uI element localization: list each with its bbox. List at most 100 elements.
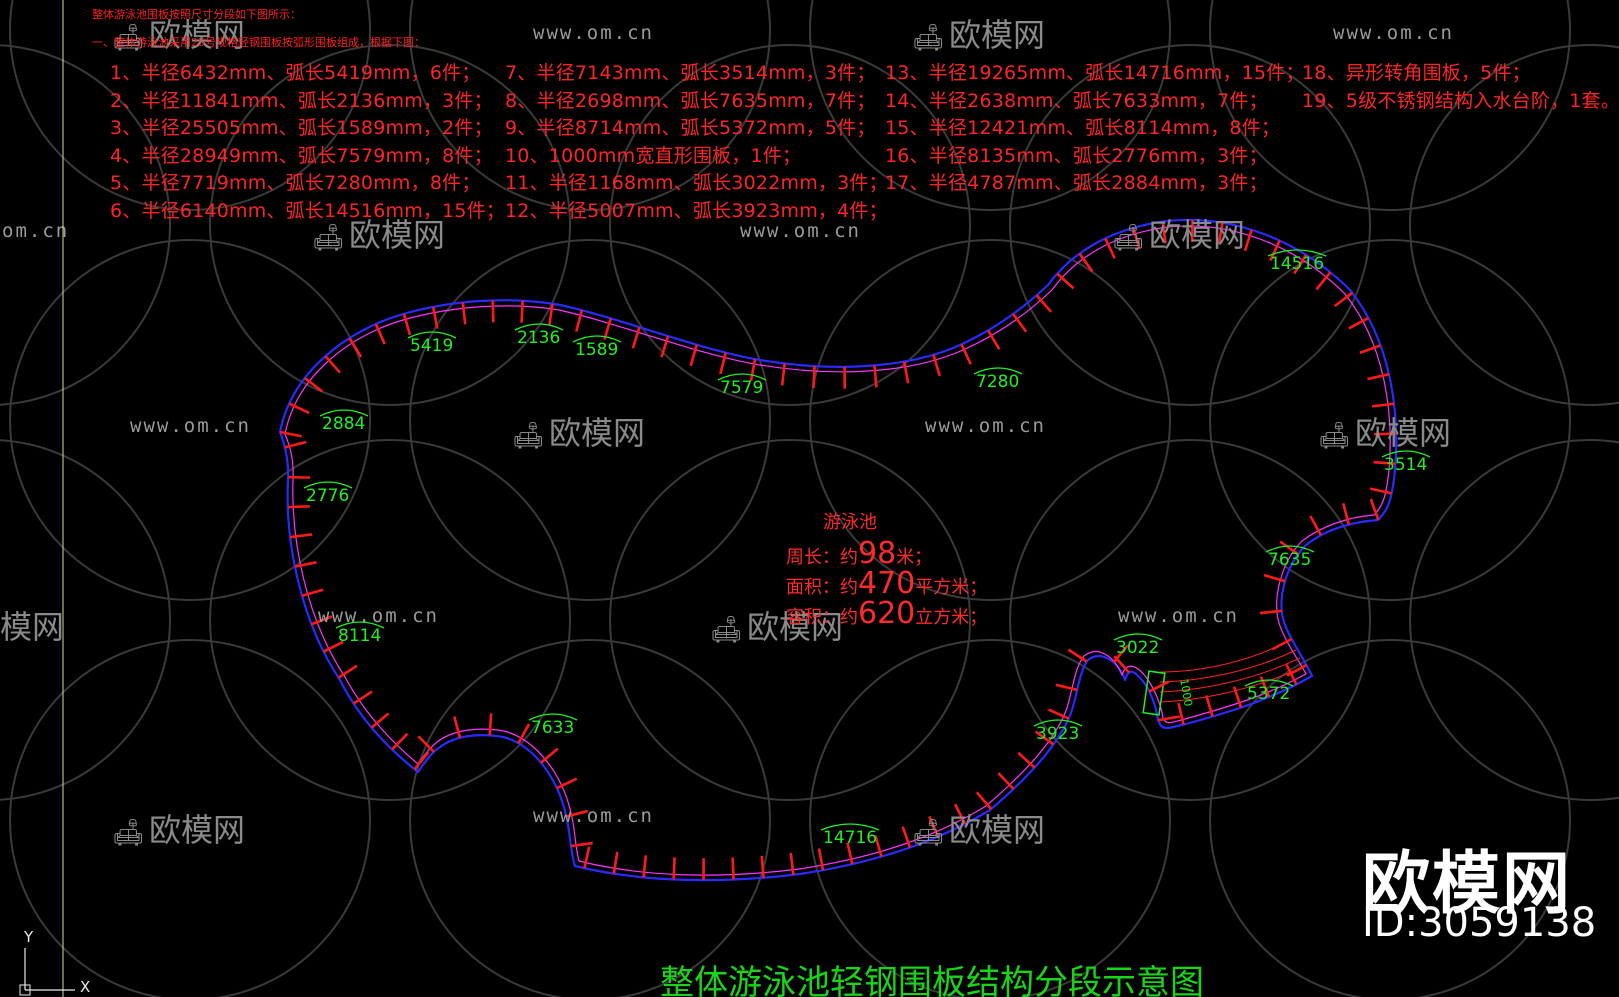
tick-mark	[1369, 498, 1380, 521]
spec-item: 19、5级不锈钢结构入水台阶，1套。	[1302, 89, 1619, 112]
tick-mark	[453, 716, 462, 739]
watermark-logo-text: 欧模网	[349, 216, 446, 254]
straight-board-1000	[1142, 670, 1166, 716]
tick-mark	[1112, 644, 1129, 664]
segment-arc-mark	[717, 373, 767, 381]
watermark-logo: 🛋欧模网	[912, 10, 1045, 56]
tick-mark	[901, 826, 912, 848]
spec-item: 17、半径4787mm、弧长2884mm，3件；	[885, 172, 1268, 194]
watermark-circle	[809, 239, 1171, 601]
segment-arc-mark	[572, 335, 622, 343]
segment-arc-mark	[303, 481, 353, 489]
tick-mark	[789, 852, 795, 875]
segment-length-label: 14516	[1270, 254, 1325, 274]
perimeter-value: 98	[858, 536, 897, 571]
tick-mark	[689, 344, 699, 367]
spec-item: 18、异形转角围板，5件；	[1302, 62, 1531, 84]
segment-arc-mark	[1033, 719, 1083, 727]
segment-length-label: 7635	[1268, 550, 1312, 570]
tick-mark	[1232, 686, 1243, 708]
watermark-logo-text: 欧模网	[1149, 216, 1246, 254]
watermark-url: www.om.cn	[1118, 605, 1239, 627]
segment-length-label: 2136	[517, 328, 561, 348]
tick-mark	[873, 365, 878, 388]
tick-mark	[1367, 372, 1390, 381]
tick-mark	[660, 335, 670, 358]
tick-mark	[491, 300, 495, 323]
tick-mark	[352, 690, 373, 705]
tick-mark	[402, 313, 412, 336]
segment-arc-mark	[1113, 633, 1163, 641]
segment-length-label: 2884	[322, 414, 366, 434]
tick-mark	[1315, 271, 1332, 291]
segment-arc-mark	[319, 409, 369, 417]
watermark-circle	[409, 0, 771, 211]
axis-x-label: X	[80, 978, 91, 996]
watermark-circle	[1009, 44, 1371, 406]
segment-arc-mark	[514, 323, 564, 331]
volume-value: 620	[858, 596, 916, 631]
tick-mark	[928, 815, 940, 838]
brand-logo-text: 欧模网	[1362, 845, 1573, 924]
tick-mark	[812, 366, 816, 389]
sofa-icon: 🛋	[1318, 421, 1352, 451]
tick-mark	[290, 533, 313, 539]
watermark-circle	[1409, 439, 1619, 801]
spec-item: 11、半径1168mm、弧长3022mm，3件；	[505, 172, 888, 194]
watermark-url: www.om.cn	[740, 220, 861, 242]
tick-mark	[603, 318, 612, 340]
tick-mark	[960, 343, 972, 365]
area-prefix: 面积：约	[786, 577, 858, 598]
tick-mark	[975, 791, 993, 810]
watermark-logo: 🛋欧模网	[112, 10, 245, 56]
tick-mark	[574, 309, 584, 332]
tick-mark	[1271, 637, 1293, 651]
pool-volume: 容积：约620立方米；	[786, 596, 987, 631]
watermark-url: www.om.cn	[925, 415, 1046, 437]
spec-item: 4、半径28949mm、弧长7579mm，8件；	[110, 144, 493, 167]
tick-mark	[1369, 487, 1392, 495]
tick-mark	[997, 772, 1015, 790]
sofa-icon: 🛋	[710, 615, 744, 645]
area-value: 470	[858, 566, 916, 601]
watermark-logo-text: 欧模网	[149, 16, 246, 54]
tick-mark	[488, 713, 493, 736]
tick-mark	[520, 300, 525, 323]
tick-mark	[540, 747, 559, 764]
sofa-icon: 🛋	[112, 818, 146, 848]
segment-arc-mark	[820, 823, 880, 831]
tick-mark	[374, 323, 386, 345]
segment-arc-mark	[1267, 249, 1327, 257]
segment-arc-mark	[1381, 450, 1431, 458]
tick-mark	[556, 777, 578, 790]
segment-length-label: 5419	[410, 336, 454, 356]
watermark-circle	[0, 44, 171, 406]
tick-mark	[1309, 515, 1322, 536]
spec-item: 2、半径11841mm、弧长2136mm，3件；	[110, 89, 493, 112]
segment-length-label: 2776	[306, 486, 350, 506]
tick-mark	[932, 354, 941, 377]
watermark-logo: 🛋欧模网	[710, 602, 843, 648]
watermark-circle	[9, 639, 371, 997]
tick-mark	[719, 352, 727, 375]
segment-length-label: 7633	[531, 718, 575, 738]
tick-mark	[1373, 460, 1396, 465]
tick-mark	[780, 363, 786, 386]
segment-length-label: 3923	[1036, 724, 1080, 744]
segment-length-label: 14716	[823, 828, 878, 848]
tick-mark	[817, 848, 825, 871]
watermark-circle	[9, 0, 371, 211]
tick-mark	[1342, 502, 1351, 525]
tick-mark	[1067, 648, 1088, 663]
tick-mark	[348, 337, 363, 358]
sofa-icon: 🛋	[912, 818, 946, 848]
watermark-logo-text: 欧模网	[949, 811, 1046, 849]
tick-mark	[301, 588, 324, 598]
tick-mark	[731, 857, 735, 880]
tick-mark	[324, 355, 341, 374]
tick-mark	[1056, 272, 1075, 290]
tick-mark	[1333, 291, 1353, 308]
tick-mark	[1371, 402, 1395, 408]
